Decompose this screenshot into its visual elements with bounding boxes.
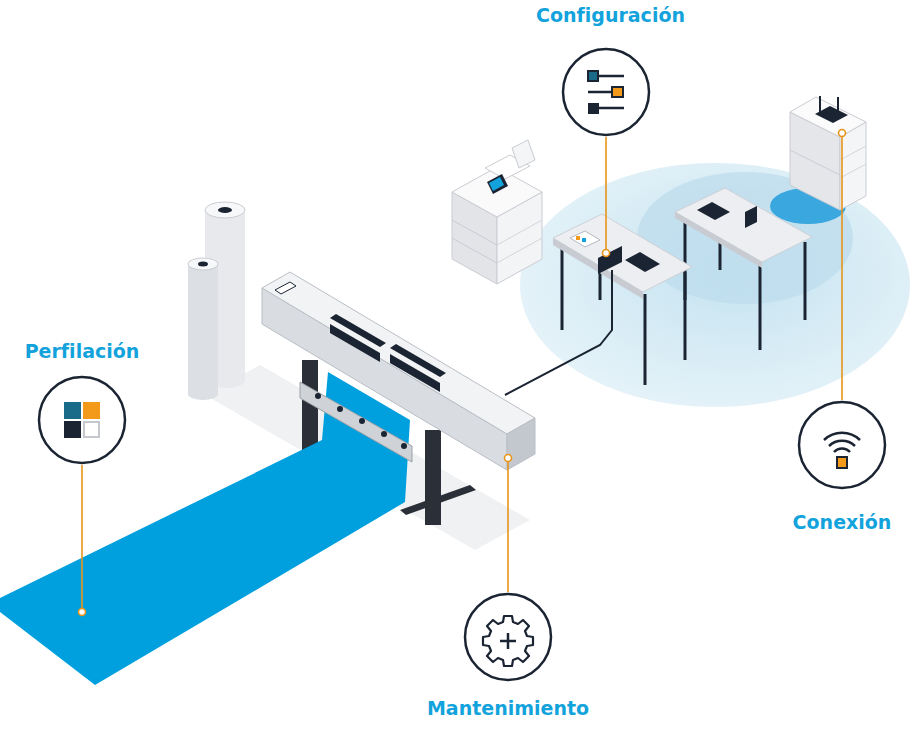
callout-heading: Conexión	[772, 509, 912, 535]
desk	[675, 188, 812, 350]
cable	[505, 270, 612, 395]
copier	[452, 140, 542, 284]
callout-circle: Conexión	[772, 400, 912, 537]
plotter	[262, 272, 535, 470]
callout-icon	[797, 400, 887, 490]
server-tower	[790, 96, 866, 210]
callout-icon	[561, 47, 651, 137]
callout-heading: Perfilación	[12, 338, 152, 364]
paper-rolls	[188, 202, 245, 400]
callout-circle: Configuración	[536, 2, 676, 139]
leader-lines	[79, 130, 846, 616]
callout-circle: Mantenimiento	[408, 592, 608, 722]
callout-circle: Perfilación	[12, 338, 152, 466]
callout-icon	[463, 592, 553, 682]
callout-icon	[37, 375, 127, 465]
callout-heading: Configuración	[536, 2, 676, 28]
callout-heading: Mantenimiento	[408, 695, 608, 721]
